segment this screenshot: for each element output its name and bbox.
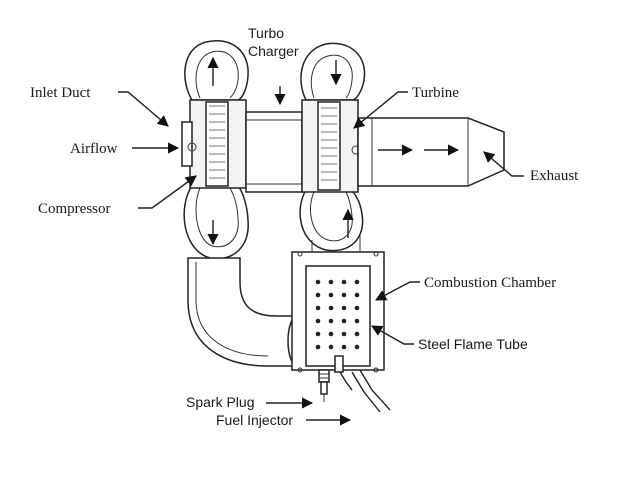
- combustion-chamber: [291, 251, 385, 373]
- turbo-charger-label-line2: Charger: [248, 43, 299, 59]
- turbine-wheel: [321, 107, 337, 181]
- turbo-shaft: [245, 111, 303, 193]
- steel-flame-tube-holes: [315, 279, 360, 350]
- fuel-injector: [334, 355, 391, 413]
- compressor-outlet-duct: [187, 257, 309, 368]
- combustion-chamber-label: Combustion Chamber: [424, 275, 556, 291]
- spark-plug-label: Spark Plug: [186, 394, 254, 410]
- leader-lines: [118, 86, 524, 426]
- combustion-chamber-leader: [375, 281, 420, 301]
- spark-plug: [318, 369, 330, 402]
- compressor-leader: [138, 175, 197, 209]
- fuel-injector-label: Fuel Injector: [216, 412, 293, 428]
- exhaust-nozzle: [357, 117, 505, 187]
- steel-flame-tube-leader: [371, 325, 414, 345]
- exhaust-leader: [483, 151, 524, 177]
- turbine-housing: [299, 42, 366, 252]
- compressor-housing: [181, 40, 249, 260]
- inlet-duct-leader: [118, 91, 169, 127]
- compressor-label: Compressor: [38, 201, 111, 217]
- inlet-duct-label: Inlet Duct: [30, 85, 91, 101]
- compressor-impeller: [209, 105, 225, 179]
- steel-flame-tube-label: Steel Flame Tube: [418, 336, 528, 352]
- turbine-leader: [353, 91, 408, 129]
- turbine-label: Turbine: [412, 85, 459, 101]
- airflow-label: Airflow: [70, 141, 118, 157]
- turbo-charger-label-line1: Turbo: [248, 25, 284, 41]
- chamber-to-turbine-pipe: [311, 236, 361, 252]
- exhaust-label: Exhaust: [530, 168, 579, 184]
